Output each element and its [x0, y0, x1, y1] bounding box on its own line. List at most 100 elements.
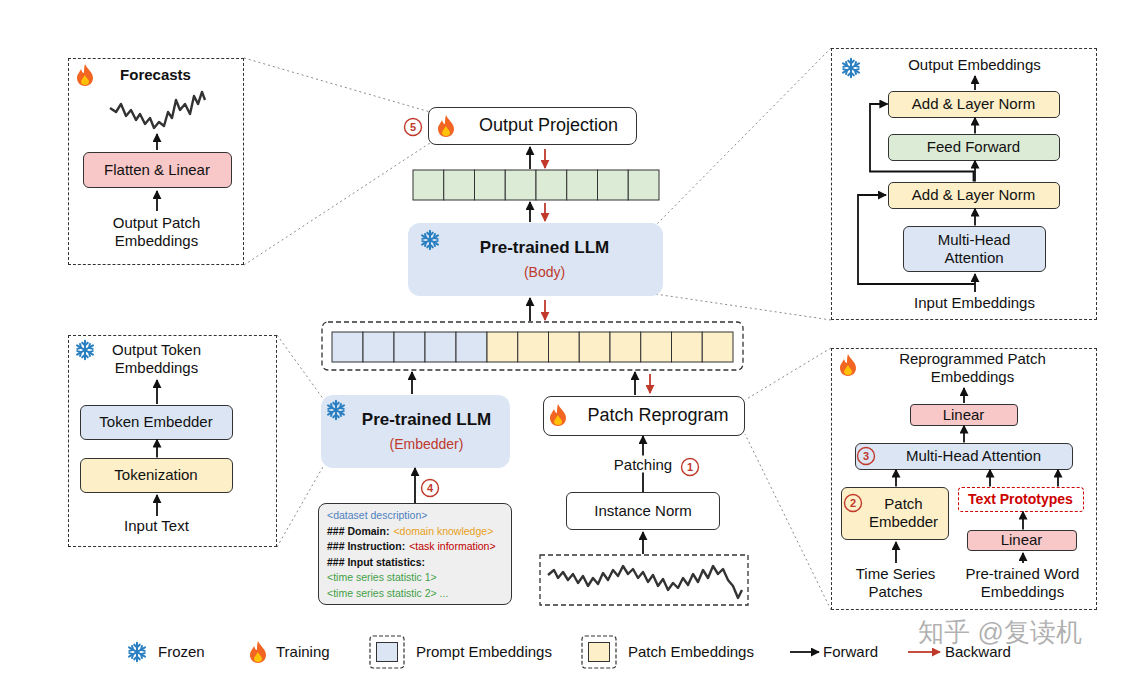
- leader-line: [655, 294, 831, 320]
- flow-arrow: [156, 134, 158, 150]
- process-box: Multi-Head Attention: [855, 443, 1073, 470]
- edge-label: Patching: [611, 456, 675, 473]
- callout-circle: [845, 495, 862, 512]
- embedding-cell: [475, 170, 506, 200]
- frozen-icon: [77, 341, 93, 359]
- box-text: Token Embedder: [99, 413, 212, 431]
- box-text: (Embedder): [390, 436, 464, 453]
- embedding-cell: [444, 170, 475, 200]
- panel-text: Pre-trained Word Embeddings: [958, 565, 1088, 601]
- panel-text: Input Text: [92, 517, 222, 535]
- prompt-line: ### Input statistics:: [327, 555, 503, 571]
- box-text: Multi-Head Attention: [906, 447, 1041, 465]
- patch-cell: [579, 332, 610, 362]
- legend-text: Prompt Embeddings: [416, 643, 552, 660]
- patch-cell: [641, 332, 672, 362]
- leader-line: [745, 348, 831, 400]
- prompt-cell: [394, 332, 425, 362]
- flow-connector: [414, 468, 416, 503]
- box-text: Feed Forward: [927, 138, 1020, 156]
- legend-text: Training: [276, 643, 330, 660]
- flow-arrow: [642, 532, 644, 554]
- patch-cell: [487, 332, 518, 362]
- flow-connector: [1022, 512, 1024, 530]
- callout-circle: [422, 480, 439, 497]
- box-text: Pre-trained LLM: [362, 410, 491, 430]
- box-text: Tokenization: [114, 466, 197, 484]
- forecast-wave: [110, 92, 205, 128]
- callout-circle: [682, 459, 699, 476]
- patch-cell: [702, 332, 733, 362]
- patch-cell: [518, 332, 549, 362]
- box-text: Linear: [1001, 531, 1043, 549]
- backward-arrow: [544, 149, 546, 168]
- flow-arrow: [974, 274, 976, 292]
- patch-cell: [549, 332, 580, 362]
- process-box: Token Embedder: [80, 405, 233, 440]
- flow-connector: [974, 161, 976, 182]
- panel-text: Forecasts: [68, 66, 244, 84]
- prompt-text: <domain knowledge>: [393, 525, 493, 537]
- callout-number: 4: [427, 482, 433, 494]
- flow-arrow: [1022, 553, 1024, 563]
- process-box: Output Projection: [428, 107, 637, 145]
- flow-connector: [1057, 470, 1059, 487]
- flow-arrow: [156, 380, 158, 404]
- legend-text: Frozen: [158, 643, 205, 660]
- input-series: [548, 566, 742, 598]
- legend-arrow: [790, 651, 819, 653]
- training-icon: [438, 115, 454, 137]
- callout-circle: [858, 448, 875, 465]
- prompt-line: ### Domain: <domain knowledge>: [327, 524, 503, 540]
- prompt-text: ### Input statistics:: [327, 556, 425, 568]
- box-text: Multi-Head Attention: [922, 231, 1027, 267]
- prompt-cell: [332, 332, 363, 362]
- prompt-line: <time series statistic 1>: [327, 570, 503, 586]
- backward-arrow: [649, 374, 651, 393]
- legend-swatch: [588, 642, 610, 662]
- process-box: Linear: [967, 530, 1077, 551]
- flow-arrow: [529, 147, 531, 169]
- process-box: Pre-trained LLM (Body): [408, 223, 663, 296]
- box-text: Pre-trained LLM: [480, 238, 609, 258]
- box-text: Patch Reprogram: [587, 405, 728, 427]
- process-box: Tokenization: [80, 458, 233, 493]
- process-box: Feed Forward: [888, 134, 1060, 161]
- flow-arrow: [974, 76, 976, 90]
- embedding-cell: [628, 170, 659, 200]
- process-box: Pre-trained LLM (Embedder): [321, 395, 510, 468]
- leader-line: [244, 143, 430, 265]
- callout-number: 3: [863, 450, 869, 462]
- flow-arrow: [895, 542, 897, 563]
- flow-arrow: [529, 202, 531, 222]
- box-text: Flatten & Linear: [104, 161, 210, 179]
- flow-arrow: [529, 298, 531, 321]
- panel-text: Output Embeddings: [870, 56, 1080, 74]
- panel-text: Output Patch Embeddings: [92, 214, 222, 250]
- prompt-cell: [363, 332, 394, 362]
- legend-text: Backward: [945, 643, 1011, 660]
- frozen-icon: [422, 231, 438, 249]
- prompt-text: ### Instruction:: [327, 540, 405, 552]
- flow-arrow: [411, 372, 413, 394]
- box-text: Output Projection: [479, 115, 618, 137]
- leader-line: [244, 58, 430, 112]
- panel-text: Input Embeddings: [870, 294, 1080, 312]
- box-text: (Body): [524, 264, 565, 281]
- box-text: Text Prototypes: [968, 491, 1073, 508]
- embedding-cell: [567, 170, 598, 200]
- process-box: Add & Layer Norm: [888, 182, 1060, 209]
- swatch-frame: [582, 636, 616, 668]
- flow-connector: [989, 470, 991, 487]
- prompt-line: <dataset description>: [327, 508, 503, 524]
- process-box: Instance Norm: [566, 492, 720, 530]
- prompt-line: ### Instruction:<task information>: [327, 539, 503, 555]
- detail-panel: Output Token EmbeddingsInput TextToken E…: [68, 335, 277, 547]
- prompt-text: <dataset description>: [327, 509, 427, 521]
- legend-swatch: [376, 642, 398, 662]
- embedding-cell: [505, 170, 536, 200]
- legend-arrow: [908, 651, 940, 653]
- prompt-cell: [456, 332, 487, 362]
- prompt-text: ### Domain:: [327, 525, 389, 537]
